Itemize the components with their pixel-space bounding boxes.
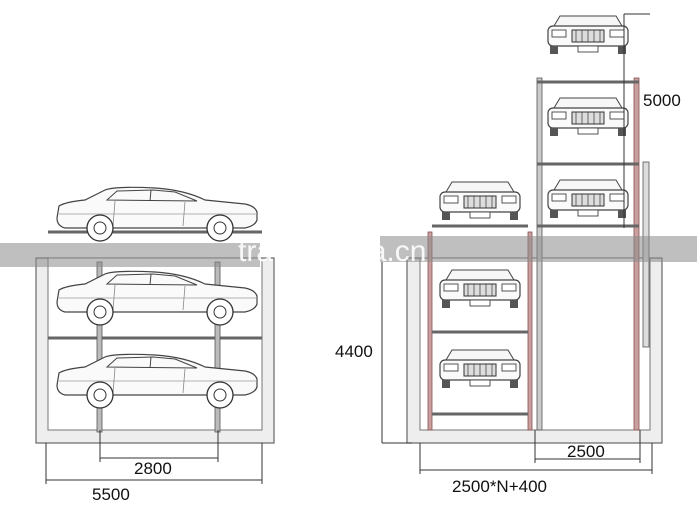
dim-5500-label: 5500 <box>92 485 130 504</box>
right-pit-diagram: 5000 4400 2500 2500*N+400 <box>335 13 681 496</box>
dim-4400-label: 4400 <box>335 342 373 361</box>
watermark-band-right <box>380 236 697 262</box>
car-front-right-upper <box>547 97 629 137</box>
dim-total-label: 2500*N+400 <box>452 477 547 496</box>
dim-2500-label: 2500 <box>567 442 605 461</box>
watermark-band-left <box>0 243 260 267</box>
left-pit-diagram: 2800 5500 <box>35 186 275 504</box>
dim-5000-label: 5000 <box>643 91 681 110</box>
watermark: trade.china.cn <box>0 235 697 268</box>
car-front-left-top <box>439 181 521 221</box>
car-front-right-lower <box>547 179 629 219</box>
dim-2800-label: 2800 <box>134 459 172 478</box>
car-front-right-top <box>547 15 629 55</box>
watermark-text: trade.china.cn <box>238 235 426 268</box>
